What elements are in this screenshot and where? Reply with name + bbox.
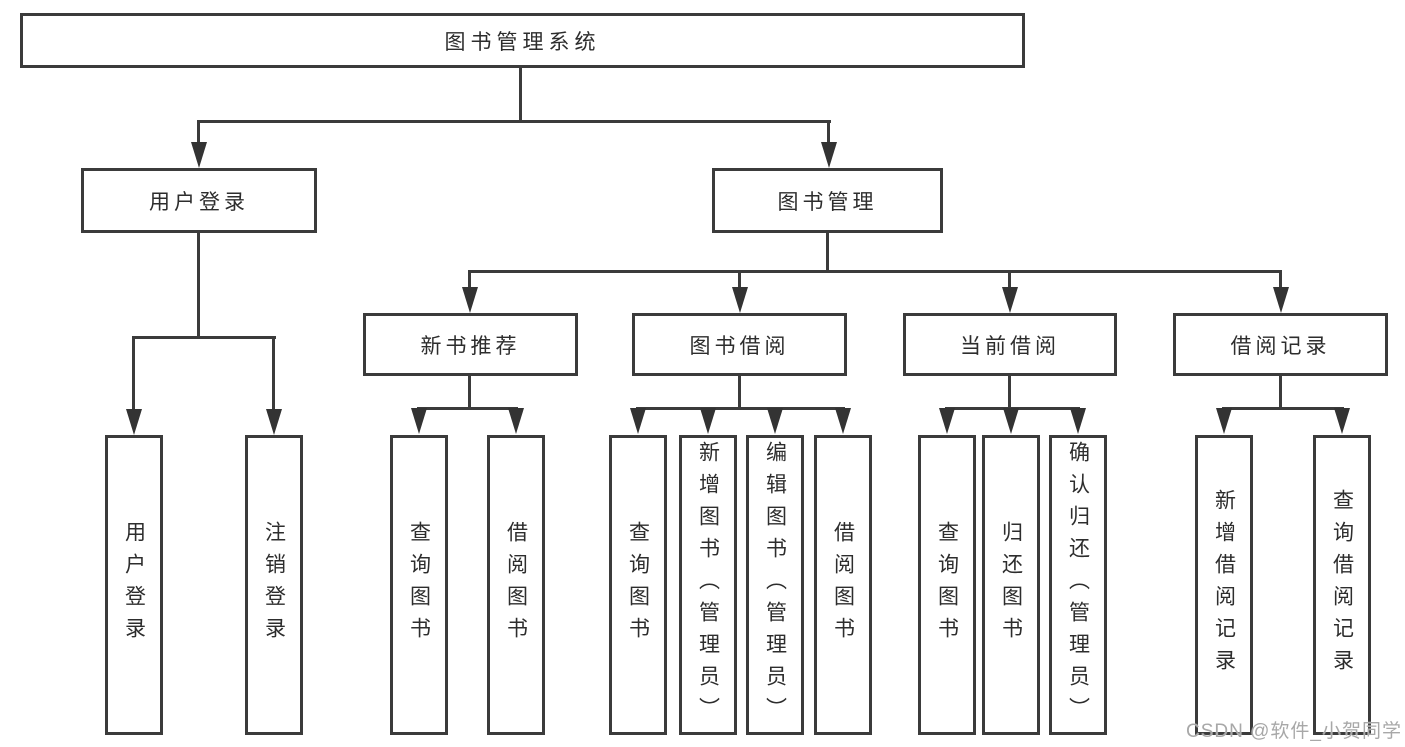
node-label: 查询图书 (626, 521, 650, 649)
connector-line (272, 336, 275, 412)
connector-line (1279, 270, 1282, 290)
node-book-borrow: 图书借阅 (632, 313, 847, 376)
node-label: 图书管理系统 (444, 30, 601, 54)
leaf-user-login: 用户登录 (105, 435, 163, 735)
leaf-return-books: 归还图书 (982, 435, 1040, 735)
node-label: 借阅图书 (504, 521, 528, 649)
connector-line (519, 68, 522, 120)
connector-line (738, 376, 741, 407)
arrow-down-icon (1070, 408, 1086, 434)
arrow-down-icon (1002, 287, 1018, 313)
arrow-down-icon (732, 287, 748, 313)
connector-line (197, 120, 200, 145)
arrow-down-icon (1216, 408, 1232, 434)
arrow-down-icon (939, 408, 955, 434)
leaf-query-borrow-record: 查询借阅记录 (1313, 435, 1371, 735)
arrow-down-icon (508, 408, 524, 434)
arrow-down-icon (266, 409, 282, 435)
csdn-watermark: CSDN @软件_小贺同学 (1186, 721, 1402, 742)
arrow-down-icon (1003, 408, 1019, 434)
arrow-down-icon (462, 287, 478, 313)
node-label: 确认归还（管理员） (1066, 441, 1090, 729)
leaf-confirm-return-admin: 确认归还（管理员） (1049, 435, 1107, 735)
leaf-borrow-books-1: 借阅图书 (487, 435, 545, 735)
node-current-borrow: 当前借阅 (903, 313, 1117, 376)
node-label: 当前借阅 (960, 334, 1060, 358)
connector-line (468, 270, 1282, 273)
node-label: 借阅图书 (831, 521, 855, 649)
leaf-edit-books-admin: 编辑图书（管理员） (746, 435, 804, 735)
node-label: 用户登录 (149, 190, 249, 214)
connector-line (738, 270, 741, 290)
leaf-borrow-books-2: 借阅图书 (814, 435, 872, 735)
node-label: 查询图书 (407, 521, 431, 649)
connector-line (468, 376, 471, 407)
arrow-down-icon (1273, 287, 1289, 313)
arrow-down-icon (835, 408, 851, 434)
connector-line (1279, 376, 1282, 407)
arrow-down-icon (767, 408, 783, 434)
node-label: 图书借阅 (689, 334, 790, 358)
arrow-down-icon (700, 408, 716, 434)
node-label: 编辑图书（管理员） (763, 441, 787, 729)
node-label: 借阅记录 (1230, 334, 1331, 358)
connector-line (468, 270, 471, 290)
arrow-down-icon (821, 142, 837, 168)
node-label: 查询图书 (935, 521, 959, 649)
node-label: 查询借阅记录 (1330, 489, 1354, 681)
connector-line (1008, 270, 1011, 290)
connector-line (1222, 407, 1344, 410)
leaf-query-books-1: 查询图书 (390, 435, 448, 735)
node-borrow-records: 借阅记录 (1173, 313, 1388, 376)
connector-line (198, 120, 831, 123)
node-user-login: 用户登录 (81, 168, 317, 233)
arrow-down-icon (191, 142, 207, 168)
connector-line (636, 407, 845, 410)
connector-line (827, 120, 830, 145)
leaf-logout: 注销登录 (245, 435, 303, 735)
node-label: 新增借阅记录 (1212, 489, 1236, 681)
node-label: 新书推荐 (420, 334, 521, 358)
node-label: 用户登录 (122, 521, 146, 649)
leaf-query-books-3: 查询图书 (918, 435, 976, 735)
node-label: 注销登录 (262, 521, 286, 649)
node-label: 归还图书 (999, 521, 1023, 649)
connector-line (417, 407, 518, 410)
leaf-add-borrow-record: 新增借阅记录 (1195, 435, 1253, 735)
connector-line (132, 336, 276, 339)
arrow-down-icon (630, 408, 646, 434)
node-book-management: 图书管理 (712, 168, 943, 233)
connector-line (1008, 376, 1011, 407)
arrow-down-icon (126, 409, 142, 435)
connector-line (132, 336, 135, 412)
arrow-down-icon (1334, 408, 1350, 434)
node-label: 图书管理 (777, 190, 878, 214)
connector-line (826, 233, 829, 270)
node-new-book-recommend: 新书推荐 (363, 313, 578, 376)
connector-line (197, 233, 200, 336)
leaf-add-books-admin: 新增图书（管理员） (679, 435, 737, 735)
arrow-down-icon (411, 408, 427, 434)
node-label: 新增图书（管理员） (696, 441, 720, 729)
leaf-query-books-2: 查询图书 (609, 435, 667, 735)
node-system-root: 图书管理系统 (20, 13, 1025, 68)
